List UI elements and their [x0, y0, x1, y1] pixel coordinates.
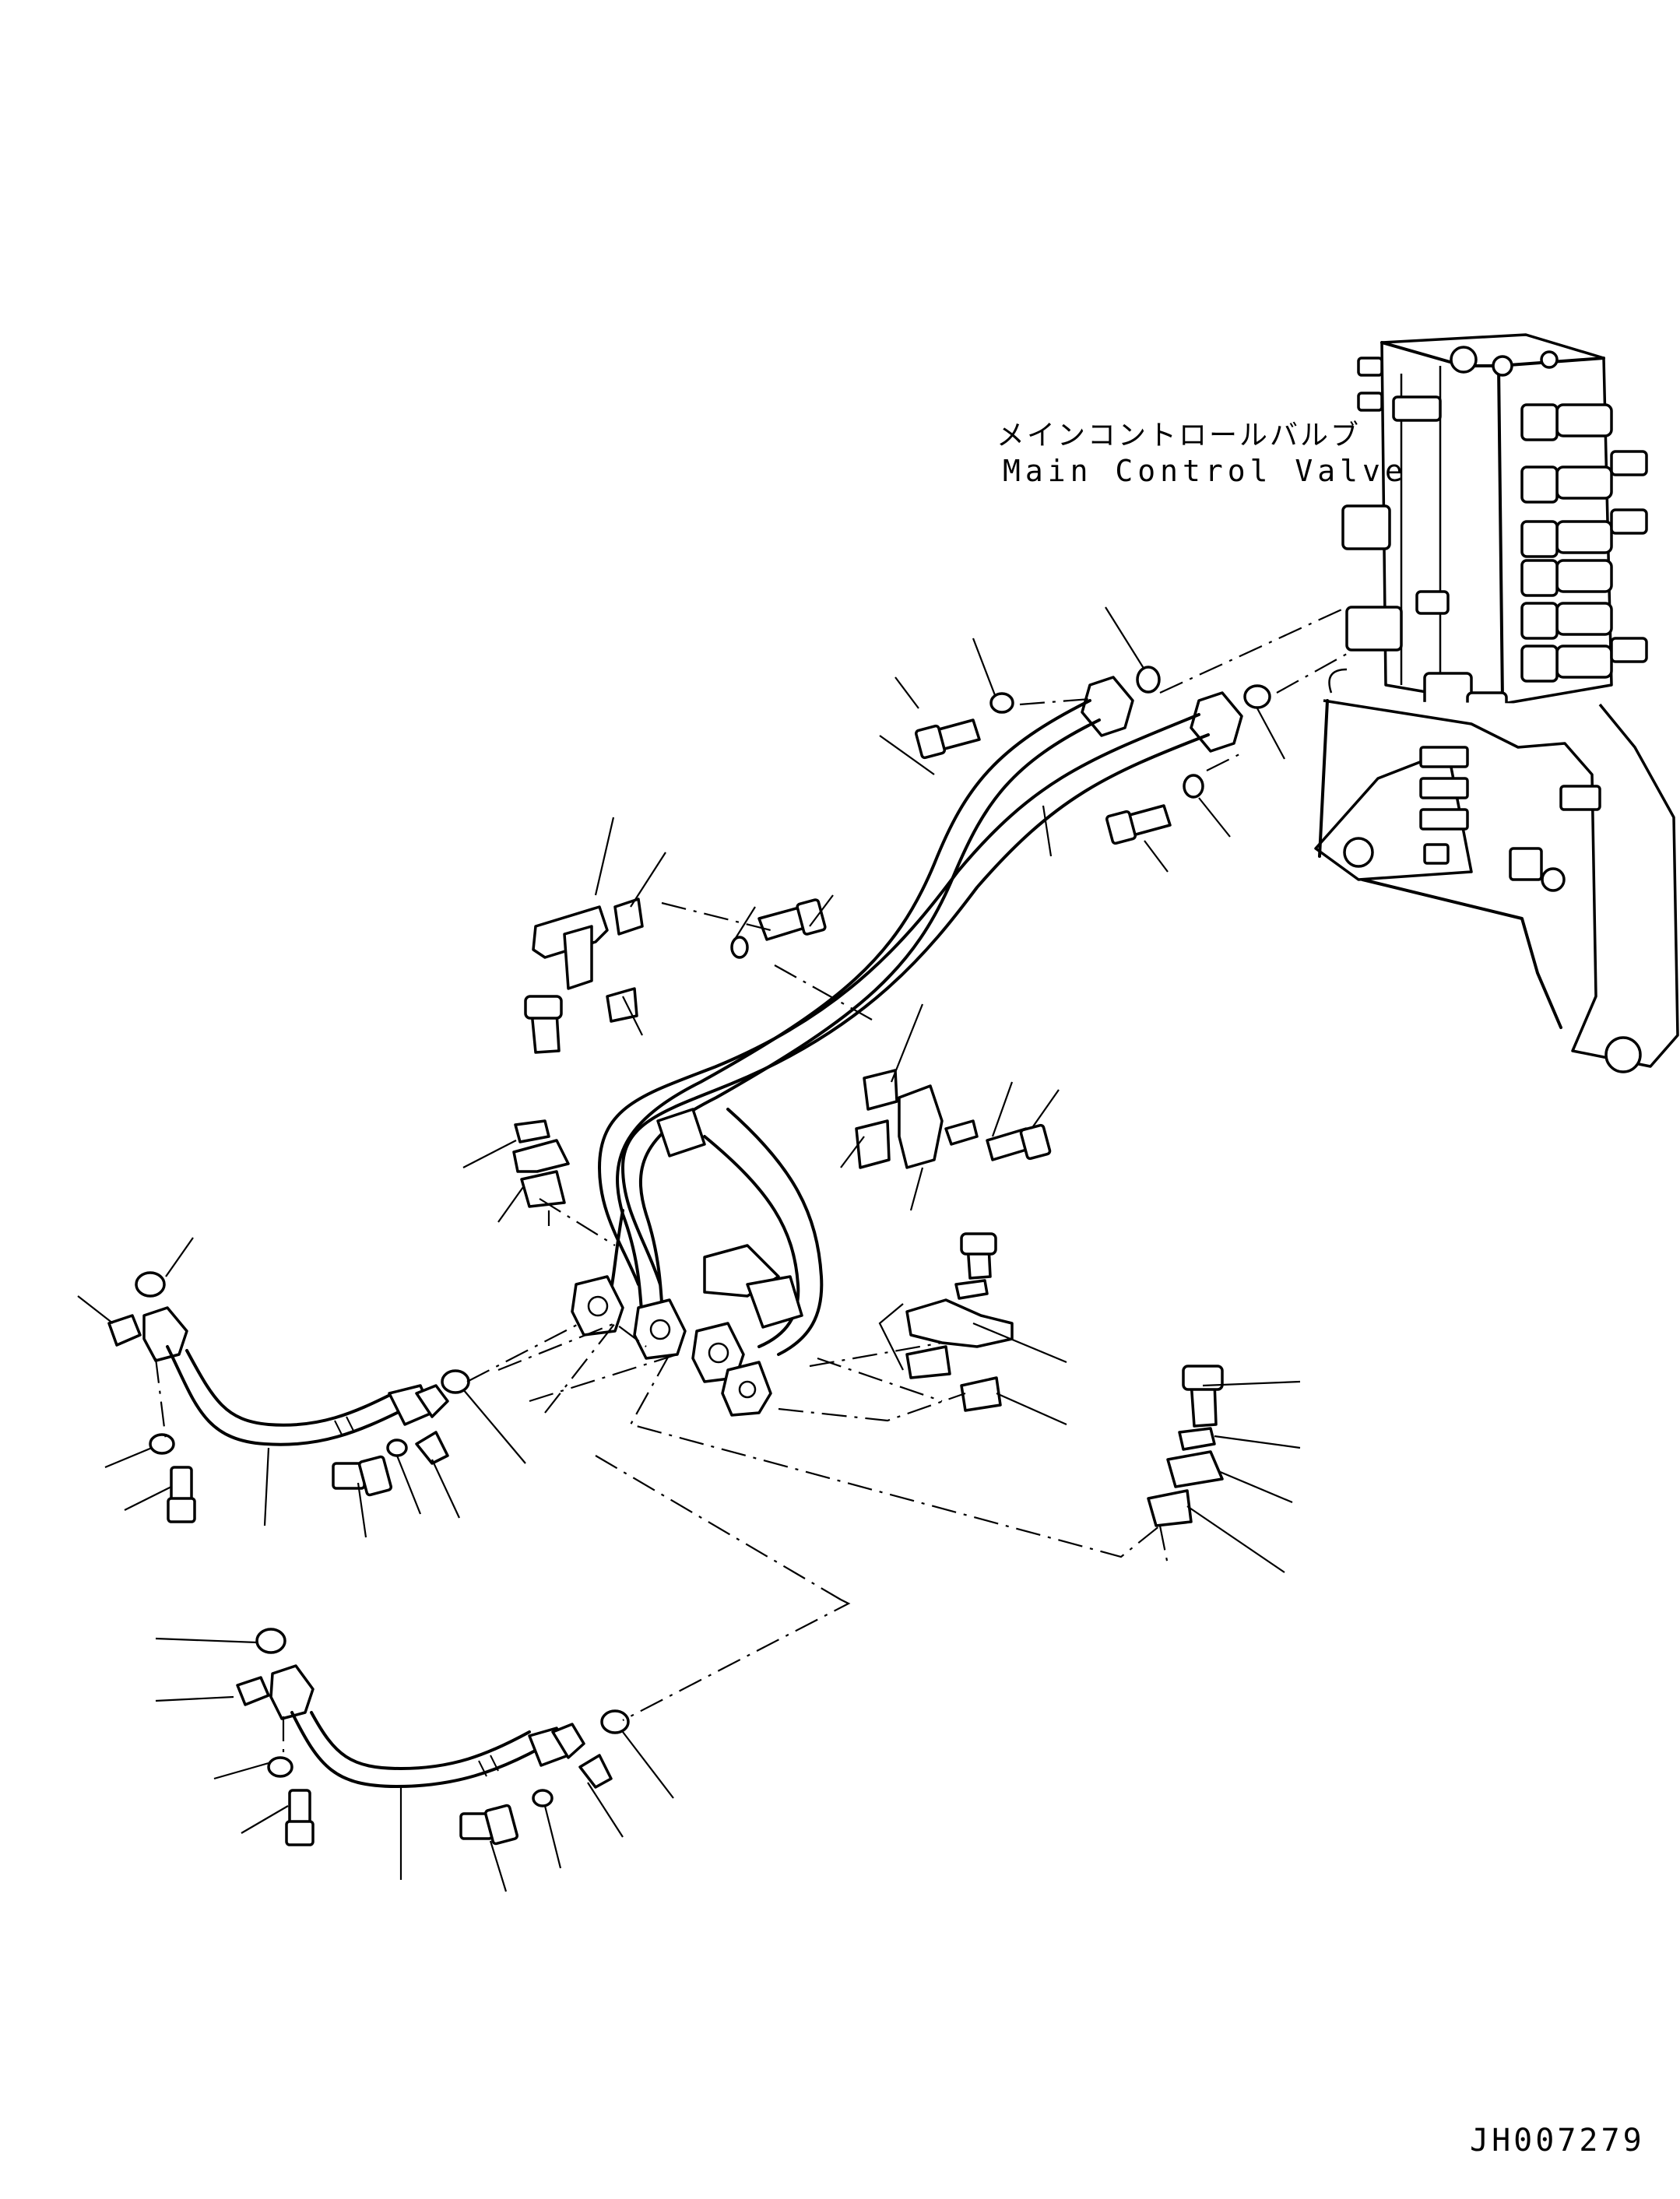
- left-clamp-stack: [512, 995, 1224, 1527]
- main-control-valve-label-jp: メインコントロールバルブ: [996, 420, 1362, 451]
- valve-end-fasteners: [915, 666, 1271, 845]
- drawing-number: JH007279: [1470, 2123, 1645, 2159]
- hose-assembly-lower: [236, 1628, 630, 1846]
- alignment-lines: [154, 606, 1348, 1755]
- upper-bracket-clamps: [532, 898, 1052, 1169]
- tube-assembly-upper: [571, 676, 1243, 1417]
- leader-lines: [77, 606, 1301, 1892]
- hose-assembly-middle: [107, 1271, 470, 1523]
- main-control-valve: [1314, 333, 1679, 1073]
- main-control-valve-label-en: Main Control Valve: [1003, 454, 1408, 488]
